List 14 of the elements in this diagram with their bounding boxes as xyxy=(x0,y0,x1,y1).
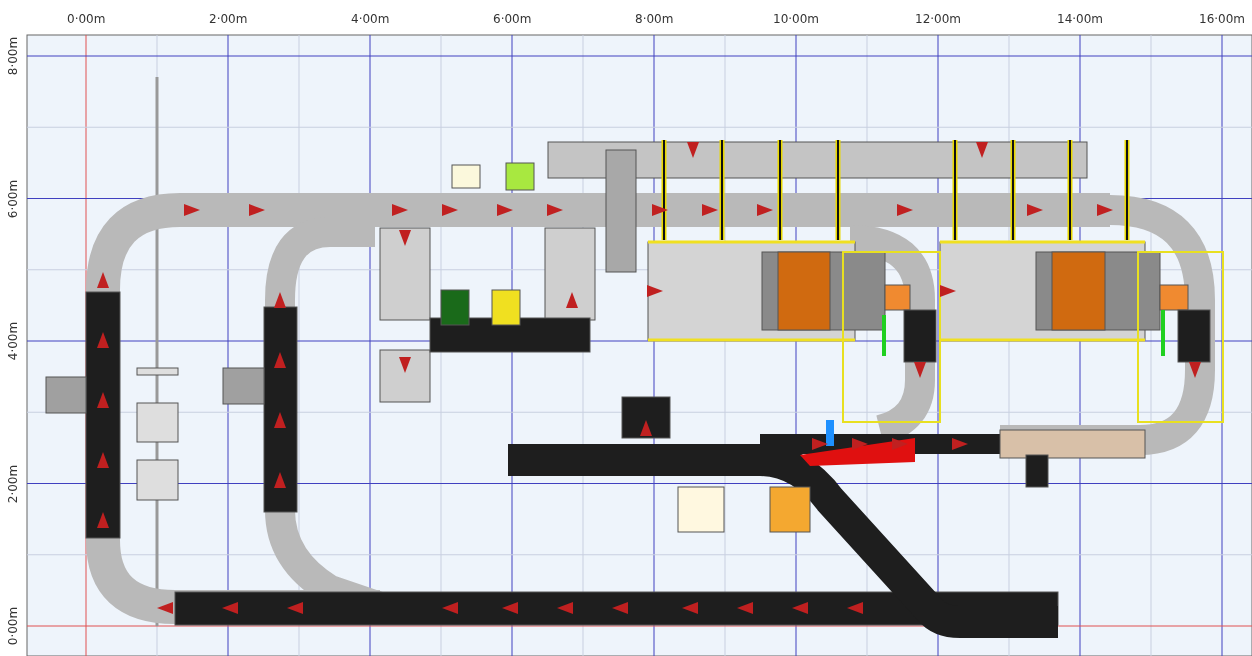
axis-label: 14·00m xyxy=(1057,12,1104,26)
axis-label: 6·00m xyxy=(6,179,21,218)
axis-label: 4·00m xyxy=(6,321,21,361)
axis-label: 6·00m xyxy=(493,12,532,26)
axis-label: 16·00m xyxy=(1199,12,1246,26)
axis-label: 12·00m xyxy=(915,12,962,26)
axis-label: 0·00m xyxy=(67,12,106,26)
axis-label: 8·00m xyxy=(6,36,21,76)
axis-label: 4·00m xyxy=(351,12,390,26)
axis-label: 0·00m xyxy=(6,606,21,646)
axis-label: 8·00m xyxy=(635,12,674,26)
axis-label: 10·00m xyxy=(773,12,820,26)
axis-label: 2·00m xyxy=(209,12,248,26)
axis-label: 2·00m xyxy=(6,464,21,503)
